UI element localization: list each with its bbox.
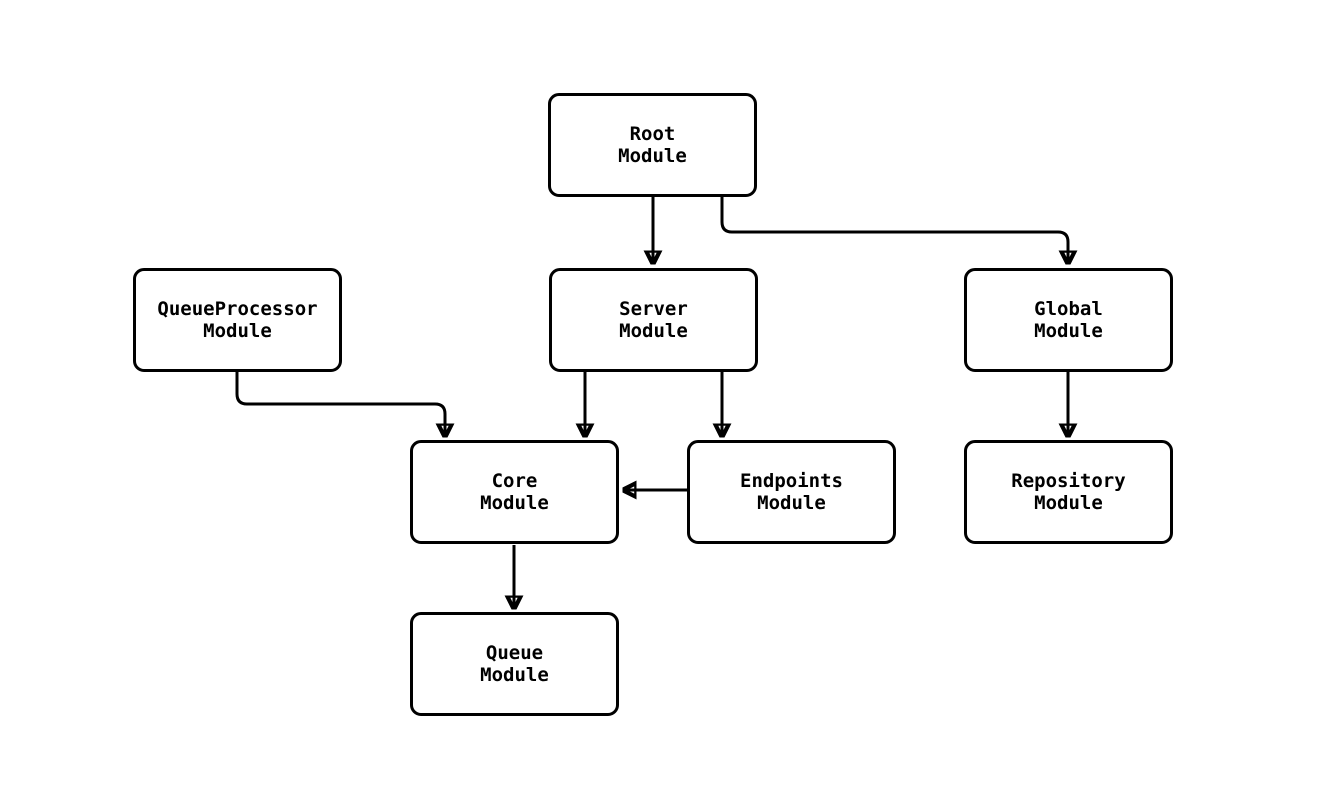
node-queue-module: Queue Module [410,612,619,716]
node-server-module-label: Server Module [619,298,688,342]
node-endpoints-module-label: Endpoints Module [740,470,843,514]
node-core-module: Core Module [410,440,619,544]
node-global-module-label: Global Module [1034,298,1103,342]
edge-queueprocessor-to-core [235,372,445,437]
node-global-module: Global Module [964,268,1173,372]
node-repository-module: Repository Module [964,440,1173,544]
node-core-module-label: Core Module [480,470,549,514]
node-server-module: Server Module [549,268,758,372]
node-root-module: Root Module [548,93,757,197]
node-root-module-label: Root Module [618,123,687,167]
node-queueprocessor-module-label: QueueProcessor Module [157,298,318,342]
edge-root-to-global [720,197,1068,264]
node-repository-module-label: Repository Module [1011,470,1126,514]
node-queue-module-label: Queue Module [480,642,549,686]
node-queueprocessor-module: QueueProcessor Module [133,268,342,372]
node-endpoints-module: Endpoints Module [687,440,896,544]
